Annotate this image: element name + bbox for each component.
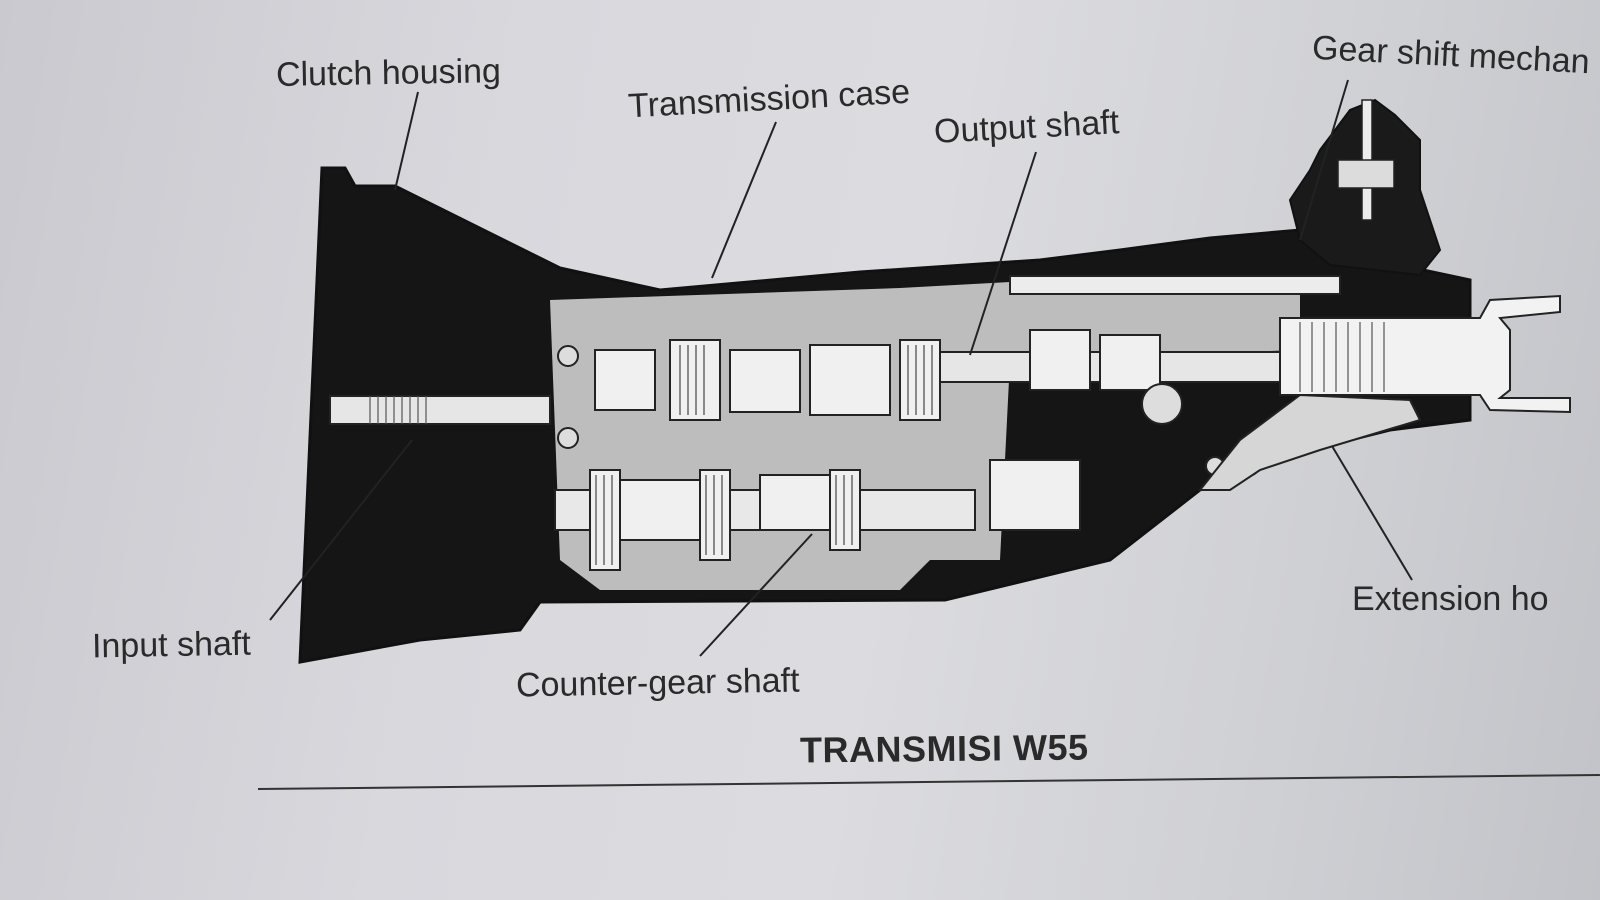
lower-gears bbox=[589, 459, 1081, 571]
extension-housing-shape bbox=[1197, 393, 1422, 491]
label-input-shaft: Input shaft bbox=[91, 624, 252, 666]
label-counter-gear-shaft: Counter-gear shaft bbox=[515, 661, 800, 705]
leader-transmission-case bbox=[711, 121, 777, 279]
leader-clutch-housing bbox=[394, 91, 419, 191]
shift-rail bbox=[1009, 275, 1341, 295]
leader-gear-shift bbox=[1299, 79, 1349, 241]
leader-input-shaft bbox=[269, 439, 413, 621]
input-shaft-shape bbox=[329, 395, 551, 425]
label-clutch-housing: Clutch housing bbox=[275, 52, 502, 94]
leader-extension-housing bbox=[1331, 445, 1413, 581]
extension-yoke bbox=[1279, 294, 1571, 414]
figure-caption: TRANSMISI W55 bbox=[799, 726, 1089, 771]
leader-counter-gear-shaft bbox=[699, 533, 813, 657]
bearings bbox=[557, 345, 1260, 476]
leader-output-shaft bbox=[969, 151, 1037, 356]
label-extension-housing: Extension ho bbox=[1352, 580, 1549, 618]
leader-lines bbox=[269, 79, 1413, 657]
upper-gears bbox=[594, 329, 1161, 421]
